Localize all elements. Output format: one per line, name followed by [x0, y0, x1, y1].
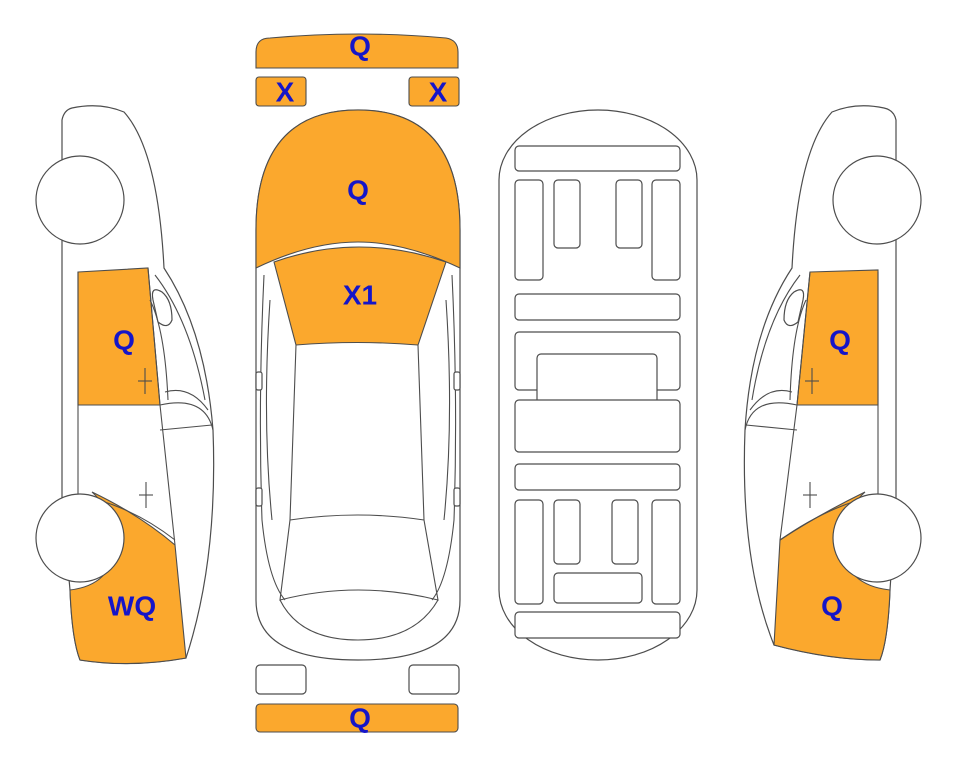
- underbody-side-left-1: [514, 179, 544, 281]
- top-handle-left: [255, 487, 263, 507]
- underbody-box-3: [553, 499, 581, 565]
- underbody-rail-1: [514, 145, 681, 172]
- trunk-lid-panel[interactable]: [255, 109, 461, 269]
- front-corner-right-panel[interactable]: [408, 664, 460, 695]
- right-front-fender-label: Q: [821, 591, 843, 622]
- top-handle-right: [453, 487, 461, 507]
- rear-bumper-top-panel[interactable]: [255, 33, 459, 69]
- underbody-view: [498, 109, 698, 661]
- underbody-rail-2: [514, 293, 681, 321]
- right-door-lines: [744, 271, 879, 541]
- top-side-lines: [265, 299, 451, 521]
- underbody-side-left-2: [514, 499, 544, 605]
- left-rear-wheel-icon: [35, 155, 125, 245]
- left-front-fender-label: WQ: [108, 591, 156, 622]
- underbody-box-5: [553, 572, 643, 604]
- right-side-view: Q Q: [743, 105, 922, 661]
- underbody-rail-4: [514, 399, 681, 453]
- underbody-rail-5: [514, 463, 681, 491]
- underbody-box-4: [611, 499, 639, 565]
- right-door-handle-front-icon: [803, 482, 817, 508]
- right-rear-door-label: Q: [829, 325, 851, 356]
- right-door-handle-rear-icon: [805, 368, 819, 394]
- right-front-wheel-icon: [832, 493, 922, 583]
- rear-window-label: X1: [343, 280, 377, 311]
- left-side-view: Q WQ: [35, 105, 215, 665]
- trunk-lid-label: Q: [347, 175, 369, 206]
- front-bumper-label: Q: [349, 703, 371, 734]
- left-door-handle-front-icon: [139, 482, 153, 508]
- top-mirror-left: [255, 371, 263, 391]
- rear-corner-right-label: X: [429, 77, 448, 108]
- rear-bumper-top-label: Q: [349, 31, 371, 62]
- underbody-box-2: [615, 179, 643, 249]
- rear-window-panel[interactable]: [273, 246, 447, 346]
- left-window-line: [149, 274, 206, 401]
- top-mirror-right: [453, 371, 461, 391]
- rear-corner-left-label: X: [276, 77, 295, 108]
- left-front-wheel-icon: [35, 493, 125, 583]
- right-mirror: [783, 289, 805, 327]
- right-window-line: [751, 274, 807, 401]
- rear-corner-right-panel[interactable]: [408, 76, 460, 107]
- underbody-side-right-1: [651, 179, 681, 281]
- left-mirror: [151, 289, 173, 327]
- top-view: Q X X Q X1 Q: [255, 31, 461, 734]
- left-door-lines: [77, 267, 214, 546]
- left-door-handle-rear-icon: [138, 368, 152, 394]
- left-rear-door-label: Q: [113, 325, 135, 356]
- front-bumper-panel[interactable]: [255, 703, 459, 733]
- underbody-side-right-2: [651, 499, 681, 605]
- right-rear-wheel-icon: [832, 155, 922, 245]
- front-corner-left-panel[interactable]: [255, 664, 307, 695]
- rear-corner-left-panel[interactable]: [255, 76, 307, 107]
- underbody-rail-6: [514, 611, 681, 639]
- underbody-box-1: [553, 179, 581, 249]
